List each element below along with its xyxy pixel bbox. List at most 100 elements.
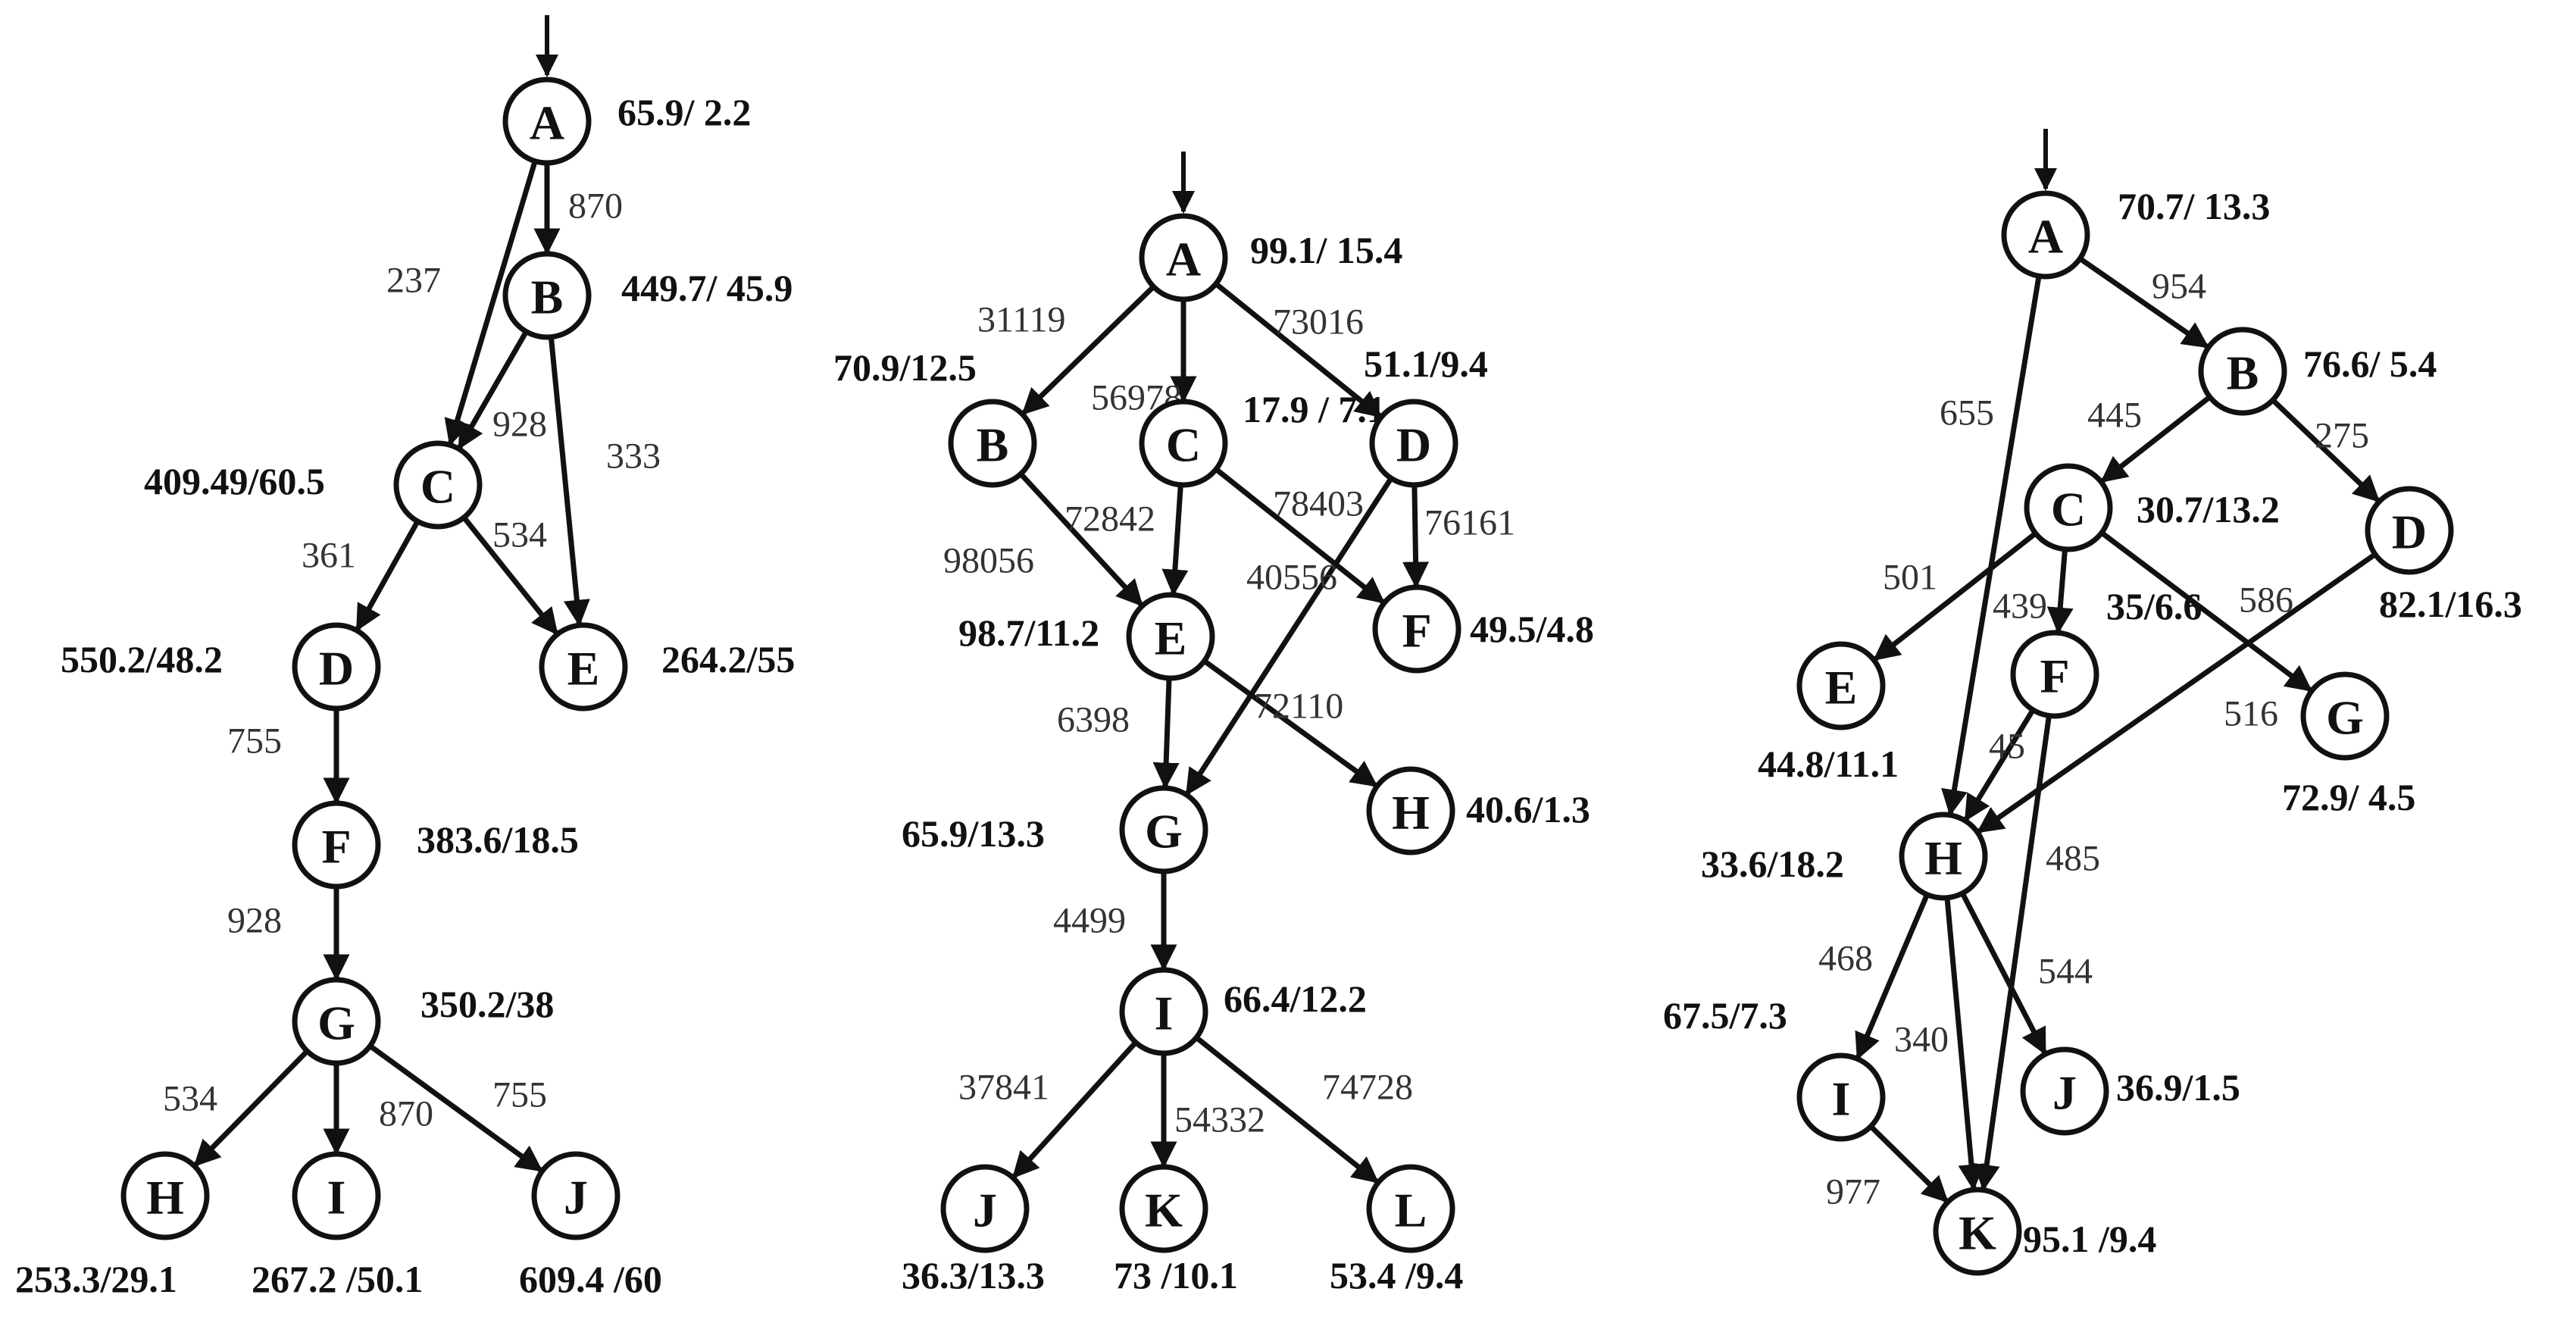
node-label: K: [1145, 1184, 1183, 1237]
node-label: A: [1166, 233, 1201, 286]
edge-C-G: [2099, 530, 2313, 693]
node-A: A70.7/ 13.3: [2001, 185, 2270, 280]
node-I: I67.5/7.3: [1663, 994, 1886, 1142]
edge-C-E: [1873, 531, 2037, 662]
edge-weight-I-K: 54332: [1174, 1100, 1265, 1140]
node-metric-C: 30.7/13.2: [2137, 488, 2280, 530]
edge-C-F: [2046, 549, 2074, 634]
node-metric-D: 51.1/9.4: [1364, 342, 1488, 385]
node-label: J: [2052, 1066, 2077, 1120]
node-metric-K: 73 /10.1: [1114, 1254, 1238, 1296]
edge-I-J: [1011, 1040, 1138, 1179]
edge-weight-C-F: 439: [1993, 586, 2047, 627]
node-metric-D: 550.2/48.2: [61, 638, 223, 680]
edge-E-H: [1202, 658, 1378, 788]
node-metric-A: 99.1/ 15.4: [1250, 229, 1402, 271]
node-J: J 36.9/1.5: [2020, 1046, 2240, 1136]
edge-weight-E-H: 72110: [1254, 687, 1343, 727]
edge-C-F: [1214, 467, 1386, 605]
node-H: H33.6/18.2: [1701, 812, 1988, 901]
node-label: H: [1392, 786, 1430, 840]
node-label: F: [2040, 649, 2069, 703]
node-metric-G: 72.9/ 4.5: [2282, 776, 2415, 818]
node-metric-I: 267.2 /50.1: [252, 1258, 423, 1300]
edge-E-G: [1152, 677, 1180, 790]
node-metric-H: 33.6/18.2: [1701, 843, 1844, 885]
node-circle: [2020, 1046, 2109, 1136]
node-circle: [1119, 785, 1208, 874]
node-label: H: [146, 1171, 184, 1224]
node-circle: [1796, 641, 1886, 730]
edge-weight-A-B: 31119: [977, 300, 1065, 340]
node-circle: [292, 622, 381, 712]
node-circle: [539, 622, 628, 712]
edge-H-I: [1855, 893, 1930, 1060]
edge-weight-B-C: 445: [2087, 396, 2142, 436]
node-label: L: [1395, 1184, 1427, 1237]
edge-F-K: [1973, 715, 2052, 1192]
edge-weight-A-H: 655: [1940, 393, 1994, 433]
edge-A-B: [1021, 284, 1156, 415]
node-circle: [1372, 584, 1462, 674]
edge-I-K: [1868, 1124, 1949, 1203]
node-label: A: [530, 96, 564, 150]
edge-weight-A-D: 73016: [1273, 302, 1364, 342]
node-metric-J: 36.9/1.5: [2116, 1066, 2240, 1109]
node-metric-E: 44.8/11.1: [1758, 743, 1899, 785]
node-metric-I: 67.5/7.3: [1663, 994, 1787, 1037]
edge-weight-G-J: 755: [492, 1075, 547, 1115]
node-circle: [1126, 592, 1215, 681]
edge-weight-I-L: 74728: [1322, 1068, 1413, 1108]
node-metric-F: 35/6.6: [2106, 585, 2202, 627]
node-circle: [1139, 213, 1228, 302]
node-label: D: [1396, 418, 1431, 472]
node-label: C: [2051, 483, 2086, 536]
node-label: I: [327, 1171, 346, 1224]
edge-weight-A-B: 954: [2152, 267, 2206, 307]
node-metric-J: 609.4 /60: [519, 1258, 662, 1300]
node-G: G65.9/13.3: [902, 785, 1208, 874]
node-metric-C: 17.9 / 7.1: [1243, 388, 1386, 430]
edge-weight-B-C: 928: [492, 405, 547, 445]
node-J: J 609.4 /60: [519, 1151, 662, 1300]
node-metric-K: 95.1 /9.4: [2023, 1218, 2156, 1260]
edge-D-F: [1402, 484, 1430, 589]
node-circle: [2024, 463, 2113, 552]
node-metric-G: 350.2/38: [420, 983, 554, 1025]
node-label: G: [2326, 691, 2364, 745]
node-metric-B: 70.9/12.5: [833, 346, 977, 389]
node-label: B: [977, 418, 1009, 472]
node-B: B70.9/12.5: [833, 346, 1037, 488]
node-metric-F: 49.5/4.8: [1470, 608, 1594, 650]
node-circle: [2300, 671, 2390, 761]
edge-A-B: [2078, 256, 2210, 349]
edge-weight-H-J: 544: [2038, 952, 2093, 992]
node-label: C: [1166, 418, 1201, 472]
edge-C-E: [461, 515, 559, 636]
node-label: B: [531, 271, 564, 324]
node-circle: [1366, 766, 1455, 855]
edge-B-D: [2271, 398, 2381, 503]
node-circle: [940, 1164, 1030, 1253]
node-F: F 35/6.6: [2010, 585, 2202, 719]
edge-I-L: [1194, 1035, 1380, 1184]
node-circle: [1899, 812, 1988, 901]
node-L: L53.4 /9.4: [1330, 1164, 1463, 1296]
node-J: J36.3/13.3: [902, 1164, 1045, 1296]
edge-B-E: [548, 336, 590, 627]
node-label: E: [1155, 611, 1187, 665]
node-metric-E: 264.2/55: [661, 638, 795, 680]
node-label: J: [564, 1171, 588, 1224]
edge-weight-C-F: 78403: [1273, 484, 1364, 524]
edge-weight-C-E: 534: [492, 515, 547, 555]
node-G: G 72.9/ 4.5: [2282, 671, 2415, 818]
node-label: G: [1145, 805, 1183, 859]
edge-weight-B-E: 98056: [943, 541, 1034, 581]
node-circle: [2365, 486, 2454, 575]
edge-weight-A-C: 237: [386, 261, 441, 301]
